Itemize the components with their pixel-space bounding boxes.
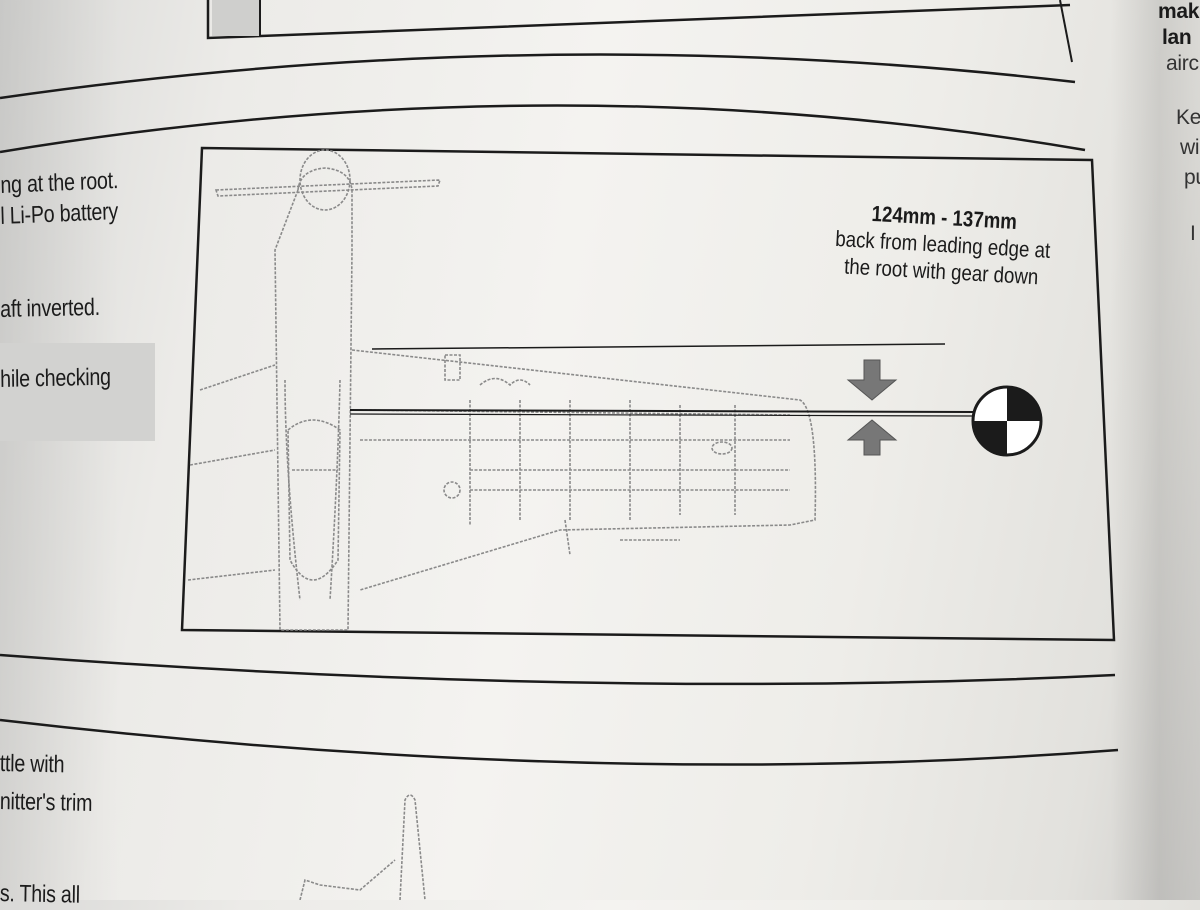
right-text-line: airc	[1166, 52, 1199, 75]
left-text-line: aft inverted.	[0, 293, 101, 323]
left-text-line: l Li-Po battery	[0, 197, 119, 230]
right-text-line: Ke	[1176, 106, 1200, 129]
left-text-line: ttle with	[0, 750, 65, 779]
left-text-line: hile checking	[0, 363, 111, 393]
center-of-gravity-icon	[971, 385, 1043, 457]
left-text-line: ng at the root.	[0, 166, 119, 199]
right-text-line: wi	[1180, 136, 1200, 159]
left-text-line: nitter's trim	[0, 788, 93, 817]
right-text-line: lan	[1162, 26, 1192, 49]
highlight-band	[0, 343, 155, 441]
page-curve-shadow-right	[1110, 0, 1200, 900]
left-text-line: s. This all	[0, 880, 81, 909]
right-text-line: I	[1190, 222, 1196, 245]
right-text-line: pu	[1184, 166, 1200, 189]
right-text-line: mak	[1158, 0, 1200, 23]
